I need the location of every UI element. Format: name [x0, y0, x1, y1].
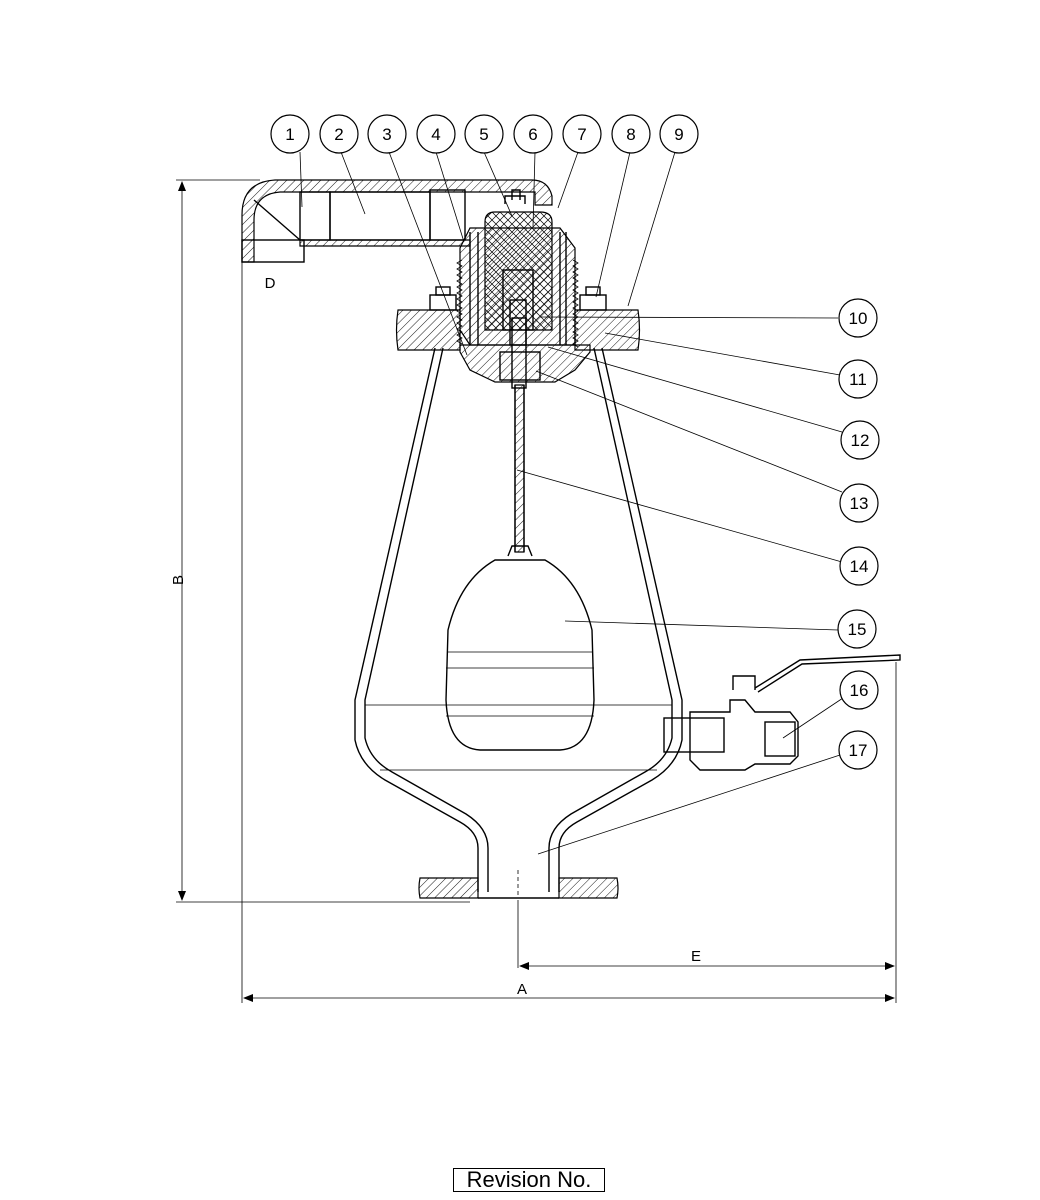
svg-text:16: 16 — [850, 681, 869, 700]
dimension-lines — [176, 179, 897, 1003]
callout-9: 9 — [659, 114, 699, 154]
callout-10: 10 — [838, 298, 878, 338]
svg-text:17: 17 — [849, 741, 868, 760]
svg-text:12: 12 — [851, 431, 870, 450]
callout-7: 7 — [562, 114, 602, 154]
callout-15: 15 — [837, 609, 877, 649]
svg-text:1: 1 — [285, 125, 294, 144]
leader-lines — [299, 151, 844, 855]
valve-head — [456, 189, 591, 389]
callout-2: 2 — [319, 114, 359, 154]
callout-1: 1 — [270, 114, 310, 154]
callout-8: 8 — [611, 114, 651, 154]
callout-12: 12 — [840, 420, 880, 460]
callout-3: 3 — [367, 114, 407, 154]
svg-text:6: 6 — [528, 125, 537, 144]
revision-number-box: Revision No. — [453, 1168, 605, 1192]
top-flange — [395, 286, 641, 351]
svg-text:9: 9 — [674, 125, 683, 144]
dimension-d-label: D — [265, 275, 276, 292]
svg-text:11: 11 — [849, 370, 867, 389]
svg-text:4: 4 — [431, 125, 440, 144]
callout-16: 16 — [839, 670, 879, 710]
float-assembly — [445, 384, 595, 751]
cone-body — [354, 347, 683, 899]
svg-text:3: 3 — [382, 125, 391, 144]
callout-11: 11 — [838, 359, 878, 399]
svg-text:2: 2 — [334, 125, 343, 144]
svg-text:8: 8 — [626, 125, 635, 144]
svg-text:14: 14 — [850, 557, 869, 576]
callout-13: 13 — [839, 483, 879, 523]
drain-valve — [663, 654, 901, 771]
dimension-a-label: A — [517, 981, 527, 998]
svg-text:7: 7 — [577, 125, 586, 144]
callout-14: 14 — [839, 546, 879, 586]
dimension-b-label: B — [170, 575, 187, 585]
svg-text:5: 5 — [479, 125, 488, 144]
svg-text:13: 13 — [850, 494, 869, 513]
dimension-e-label: E — [691, 948, 701, 965]
callout-6: 6 — [513, 114, 553, 154]
callout-17: 17 — [838, 730, 878, 770]
callout-4: 4 — [416, 114, 456, 154]
svg-text:10: 10 — [849, 309, 868, 328]
outlet-elbow — [241, 179, 553, 263]
callout-5: 5 — [464, 114, 504, 154]
svg-text:15: 15 — [848, 620, 867, 639]
